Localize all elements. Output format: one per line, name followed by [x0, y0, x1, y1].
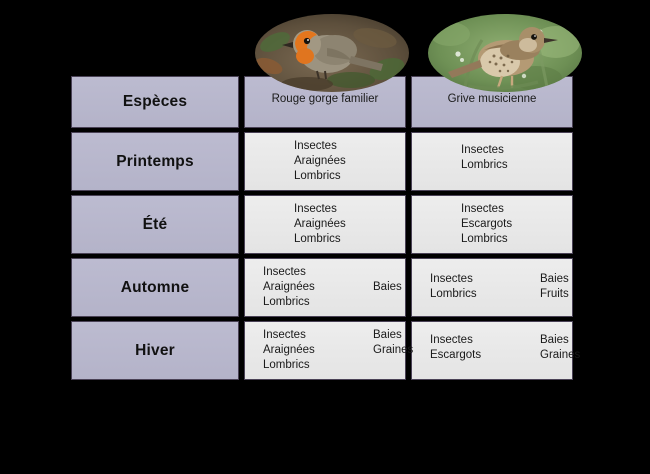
diet-list: Insectes Araignées Lombrics	[245, 196, 405, 253]
diet-animal-column: Insectes Araignées Lombrics	[294, 202, 356, 247]
season-text: Printemps	[116, 152, 194, 170]
season-text: Automne	[120, 278, 190, 296]
season-label-printemps: Printemps	[71, 132, 239, 191]
diet-list: Insectes Araignées Lombrics Baies	[245, 259, 405, 316]
diet-animal-column: Insectes Escargots	[430, 333, 492, 363]
diet-item: Lombrics	[461, 158, 508, 171]
season-text: Hiver	[135, 341, 175, 359]
diet-animal-column: Insectes Lombrics	[461, 143, 523, 173]
diet-item: Graines	[373, 344, 414, 356]
diet-item: Graines	[540, 348, 581, 361]
diet-animal-column: Insectes Araignées Lombrics	[294, 139, 356, 184]
diet-item: Araignées	[294, 218, 346, 230]
diet-list: Insectes Lombrics Baies Fruits	[412, 266, 572, 310]
diet-animal-column: Insectes Araignées Lombrics	[263, 328, 325, 373]
diet-cell-ete-robin: Insectes Araignées Lombrics	[244, 195, 406, 254]
diet-item: Fruits	[540, 287, 569, 300]
diet-cell-hiver-thrush: Insectes Escargots Baies Graines	[411, 321, 580, 380]
diet-item: Escargots	[461, 218, 513, 230]
season-label-automne: Automne	[71, 258, 239, 317]
table-row-hiver: Hiver Insectes Araignées Lombrics Baies …	[71, 321, 580, 380]
header-especes-label: Espèces	[122, 93, 188, 110]
table-row-automne: Automne Insectes Araignées Lombrics Baie…	[71, 258, 573, 317]
diet-item: Baies	[373, 281, 402, 293]
diet-item: Lombrics	[294, 233, 341, 245]
season-label-ete: Été	[71, 195, 239, 254]
diet-item: Araignées	[263, 281, 315, 293]
robin-photo	[255, 14, 409, 92]
diet-plant-column: Baies Graines	[373, 328, 413, 358]
diet-list: Insectes Escargots Lombrics	[412, 196, 572, 253]
table-row-printemps: Printemps Insectes Araignées Lombrics	[71, 132, 573, 191]
diet-item: Insectes	[430, 333, 473, 346]
diet-list: Insectes Araignées Lombrics Baies Graine…	[245, 322, 413, 379]
diet-animal-column: Insectes Escargots Lombrics	[461, 202, 523, 247]
diet-item: Araignées	[294, 155, 346, 167]
diet-plant-column: Baies Graines	[540, 333, 580, 363]
diet-item: Baies	[540, 272, 569, 285]
season-text: Été	[142, 215, 168, 233]
diet-item: Lombrics	[294, 170, 341, 182]
diet-plant-column: Baies	[373, 265, 402, 295]
diet-item: Escargots	[430, 348, 482, 361]
species-name-robin: Rouge gorge familier	[271, 92, 379, 105]
diet-cell-printemps-robin: Insectes Araignées Lombrics	[244, 132, 406, 191]
diet-item: Lombrics	[263, 296, 310, 308]
diet-item: Insectes	[461, 143, 504, 156]
diet-cell-printemps-thrush: Insectes Lombrics	[411, 132, 573, 191]
diet-cell-automne-robin: Insectes Araignées Lombrics Baies	[244, 258, 406, 317]
diet-list: Insectes Escargots Baies Graines	[412, 327, 580, 375]
diet-item: Insectes	[461, 203, 504, 215]
diet-item: Insectes	[294, 203, 337, 215]
diet-list: Insectes Lombrics	[412, 137, 572, 187]
species-diet-table: Espèces Rouge gorge familier Grive music…	[66, 72, 580, 384]
diet-plant-column: Baies Fruits	[540, 272, 569, 302]
diet-item: Insectes	[263, 266, 306, 278]
diet-list: Insectes Araignées Lombrics	[245, 133, 405, 190]
diet-cell-ete-thrush: Insectes Escargots Lombrics	[411, 195, 573, 254]
diet-item: Insectes	[294, 140, 337, 152]
diet-item: Lombrics	[461, 233, 508, 245]
diet-cell-automne-thrush: Insectes Lombrics Baies Fruits	[411, 258, 573, 317]
diet-animal-column: Insectes Araignées Lombrics	[263, 265, 325, 310]
diet-item: Lombrics	[263, 359, 310, 371]
diet-animal-column: Insectes Lombrics	[430, 272, 492, 302]
diet-item: Baies	[540, 333, 569, 346]
diet-item: Araignées	[263, 344, 315, 356]
diet-cell-hiver-robin: Insectes Araignées Lombrics Baies Graine…	[244, 321, 413, 380]
diet-item: Lombrics	[430, 287, 477, 300]
diet-item: Insectes	[430, 272, 473, 285]
species-name-thrush: Grive musicienne	[447, 92, 537, 105]
diet-item: Baies	[373, 329, 402, 341]
thrush-photo	[428, 14, 582, 92]
table-row-ete: Été Insectes Araignées Lombrics Inse	[71, 195, 573, 254]
season-label-hiver: Hiver	[71, 321, 239, 380]
header-especes: Espèces	[71, 76, 239, 128]
diet-item: Insectes	[263, 329, 306, 341]
